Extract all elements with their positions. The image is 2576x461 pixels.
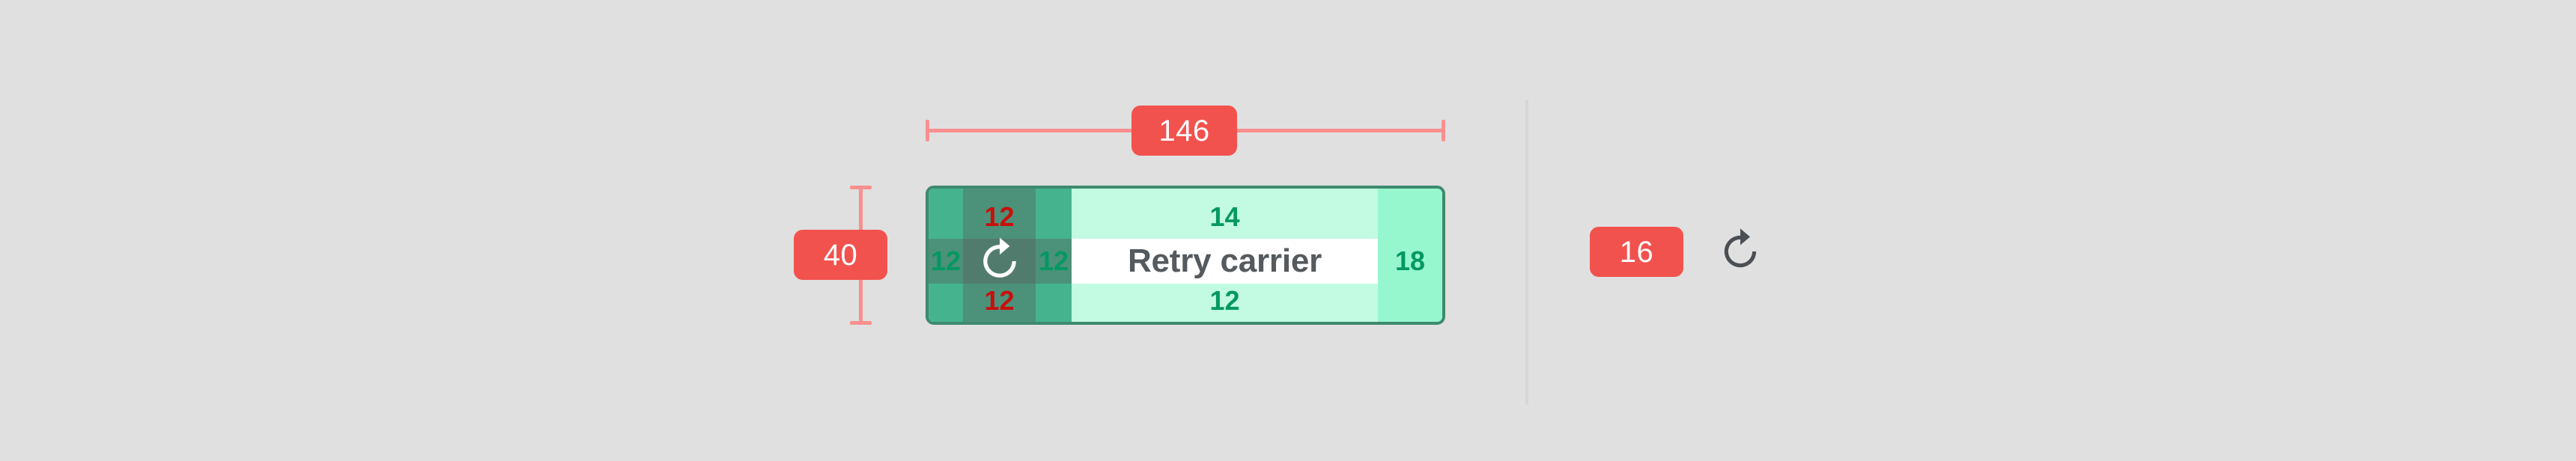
refresh-icon <box>973 235 1026 287</box>
retry-carrier-button[interactable]: Retry carrier 12 12 12 12 14 12 18 <box>926 186 1445 325</box>
width-measurement-badge: 146 <box>1131 106 1237 156</box>
right-padding-zone <box>1378 189 1442 322</box>
refresh-icon <box>1715 226 1766 277</box>
icon-padding-zone <box>929 189 1072 322</box>
height-measurement-badge: 40 <box>794 230 887 280</box>
content-band <box>1072 239 1378 284</box>
measurement-tick-top <box>850 186 872 189</box>
measurement-tick-end <box>1442 120 1445 141</box>
icon-size-badge: 16 <box>1590 227 1683 277</box>
measurement-tick-bottom <box>850 321 872 325</box>
button-label: Retry carrier <box>1127 242 1322 279</box>
panel-divider <box>1525 100 1528 405</box>
measurement-tick-start <box>926 120 929 141</box>
icon-overlay-column <box>963 189 1036 322</box>
